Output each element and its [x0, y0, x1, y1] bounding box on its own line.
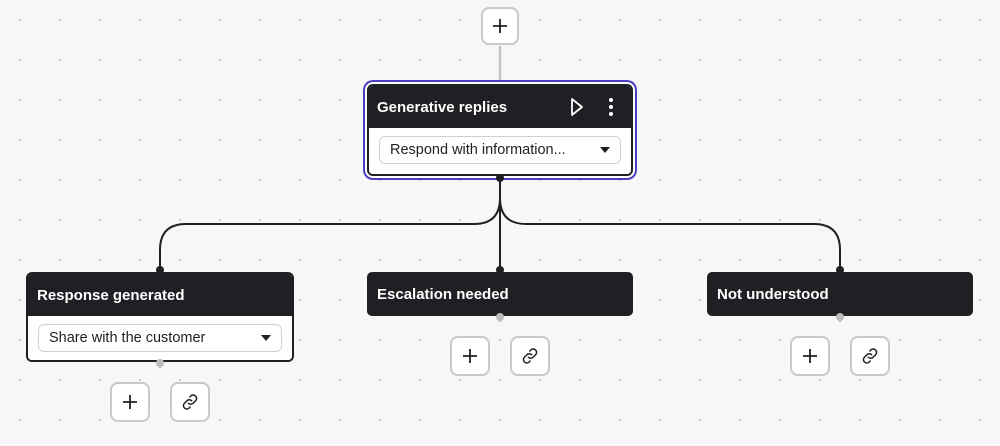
caret-down-icon	[261, 335, 271, 341]
link-icon	[862, 348, 878, 364]
caret-down-icon	[600, 147, 610, 153]
node-body: Respond with information...	[369, 128, 631, 174]
node-title: Generative replies	[377, 98, 508, 116]
node-header: Not understood	[707, 272, 973, 316]
dropdown-value: Share with the customer	[49, 330, 206, 346]
link-step-button-response[interactable]	[170, 382, 210, 422]
connector-right	[499, 197, 841, 270]
plus-icon	[123, 395, 137, 409]
input-port-not-understood	[836, 266, 844, 274]
kebab-icon[interactable]	[599, 92, 623, 122]
add-step-button-top[interactable]	[481, 7, 519, 45]
node-header: Response generated	[28, 274, 292, 316]
not-understood-node[interactable]: Not understood	[707, 272, 973, 316]
add-step-button-not-understood[interactable]	[790, 336, 830, 376]
add-step-button-response[interactable]	[110, 382, 150, 422]
plus-icon	[463, 349, 477, 363]
dropdown-value: Respond with information...	[390, 142, 566, 158]
plus-icon	[803, 349, 817, 363]
link-step-button-escalation[interactable]	[510, 336, 550, 376]
play-icon[interactable]	[565, 92, 589, 122]
generative-replies-dropdown[interactable]: Respond with information...	[379, 136, 621, 164]
generative-replies-node[interactable]: Generative replies Respond with informat…	[367, 84, 633, 176]
node-header: Escalation needed	[367, 272, 633, 316]
node-body: Share with the customer	[28, 316, 292, 360]
response-generated-dropdown[interactable]: Share with the customer	[38, 324, 282, 352]
node-title: Not understood	[717, 285, 829, 303]
node-header: Generative replies	[369, 86, 631, 128]
link-step-button-not-understood[interactable]	[850, 336, 890, 376]
output-port-escalation[interactable]	[496, 313, 504, 321]
output-port-not-understood[interactable]	[836, 313, 844, 321]
output-port-response[interactable]	[156, 359, 164, 367]
response-generated-node[interactable]: Response generated Share with the custom…	[26, 272, 294, 362]
output-port[interactable]	[496, 174, 504, 182]
link-icon	[182, 394, 198, 410]
node-title: Escalation needed	[377, 285, 509, 303]
connector-left	[159, 178, 501, 270]
input-port-escalation	[496, 266, 504, 274]
add-step-button-escalation[interactable]	[450, 336, 490, 376]
escalation-needed-node[interactable]: Escalation needed	[367, 272, 633, 316]
node-title: Response generated	[37, 286, 185, 304]
plus-icon	[493, 19, 507, 33]
link-icon	[522, 348, 538, 364]
input-port-response	[156, 266, 164, 274]
